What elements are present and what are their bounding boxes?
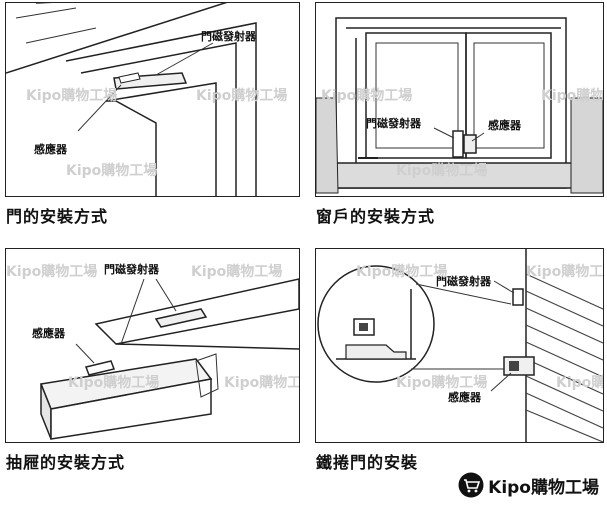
watermark: Kipo購物工場 (526, 263, 603, 280)
drawer-sensor-label: 感應器 (32, 326, 66, 340)
panel-door: 門磁發射器 感應器 Kipo購物工場 Kipo購物工場 Kipo購物工場 (5, 2, 300, 197)
panel-window: 門磁發射器 感應器 Kipo購物工場 Kipo購物工場 Kipo購物工場 (315, 2, 604, 197)
drawer-transmitter-label: 門磁發射器 (104, 262, 160, 276)
shutter-illustration: 門磁發射器 感應器 Kipo購物工場 Kipo購物工場 Kipo購物工場 Kip… (317, 249, 603, 442)
watermark: Kipo購物工場 (196, 87, 287, 104)
shutter-transmitter-label: 門磁發射器 (436, 274, 492, 288)
watermark: Kipo購物工場 (556, 374, 603, 391)
window-illustration: 門磁發射器 感應器 Kipo購物工場 Kipo購物工場 Kipo購物工場 (316, 17, 603, 194)
cart-icon (458, 472, 484, 498)
door-transmitter-label: 門磁發射器 (201, 29, 257, 43)
watermark: Kipo購物工場 (68, 374, 159, 391)
drawer-illustration: 門磁發射器 感應器 Kipo購物工場 Kipo購物工場 Kipo購物工場 Kip… (6, 262, 299, 440)
watermark: Kipo購物工場 (191, 263, 282, 280)
watermark: Kipo購物工場 (26, 87, 117, 104)
caption-shutter: 鐵捲門的安裝 (316, 453, 419, 472)
watermark: Kipo購物工場 (6, 263, 97, 280)
watermark: Kipo購物工場 (356, 263, 447, 280)
watermark: Kipo購物工場 (541, 87, 603, 104)
watermark: Kipo購物工場 (224, 374, 299, 391)
caption-window: 窗戶的安裝方式 (316, 207, 436, 226)
panel-drawer: 門磁發射器 感應器 Kipo購物工場 Kipo購物工場 Kipo購物工場 Kip… (5, 248, 300, 443)
door-sensor-label: 感應器 (34, 142, 68, 156)
caption-door: 門的安裝方式 (6, 207, 109, 226)
window-sensor-label: 感應器 (488, 118, 522, 132)
watermark: Kipo購物工場 (396, 374, 487, 391)
watermark: Kipo購物工場 (66, 162, 157, 179)
window-transmitter-label: 門磁發射器 (366, 116, 422, 130)
caption-drawer: 抽屜的安裝方式 (6, 453, 126, 472)
watermark: Kipo購物工場 (321, 87, 412, 104)
watermark: Kipo購物工場 (396, 162, 487, 179)
panel-shutter: 門磁發射器 感應器 Kipo購物工場 Kipo購物工場 Kipo購物工場 Kip… (315, 248, 604, 443)
brand-name: Kipo購物工場 (488, 477, 599, 498)
door-illustration: 門磁發射器 感應器 Kipo購物工場 Kipo購物工場 Kipo購物工場 (6, 3, 287, 196)
brand-logo: Kipo購物工場 (458, 472, 599, 498)
shutter-sensor-label: 感應器 (448, 390, 482, 404)
